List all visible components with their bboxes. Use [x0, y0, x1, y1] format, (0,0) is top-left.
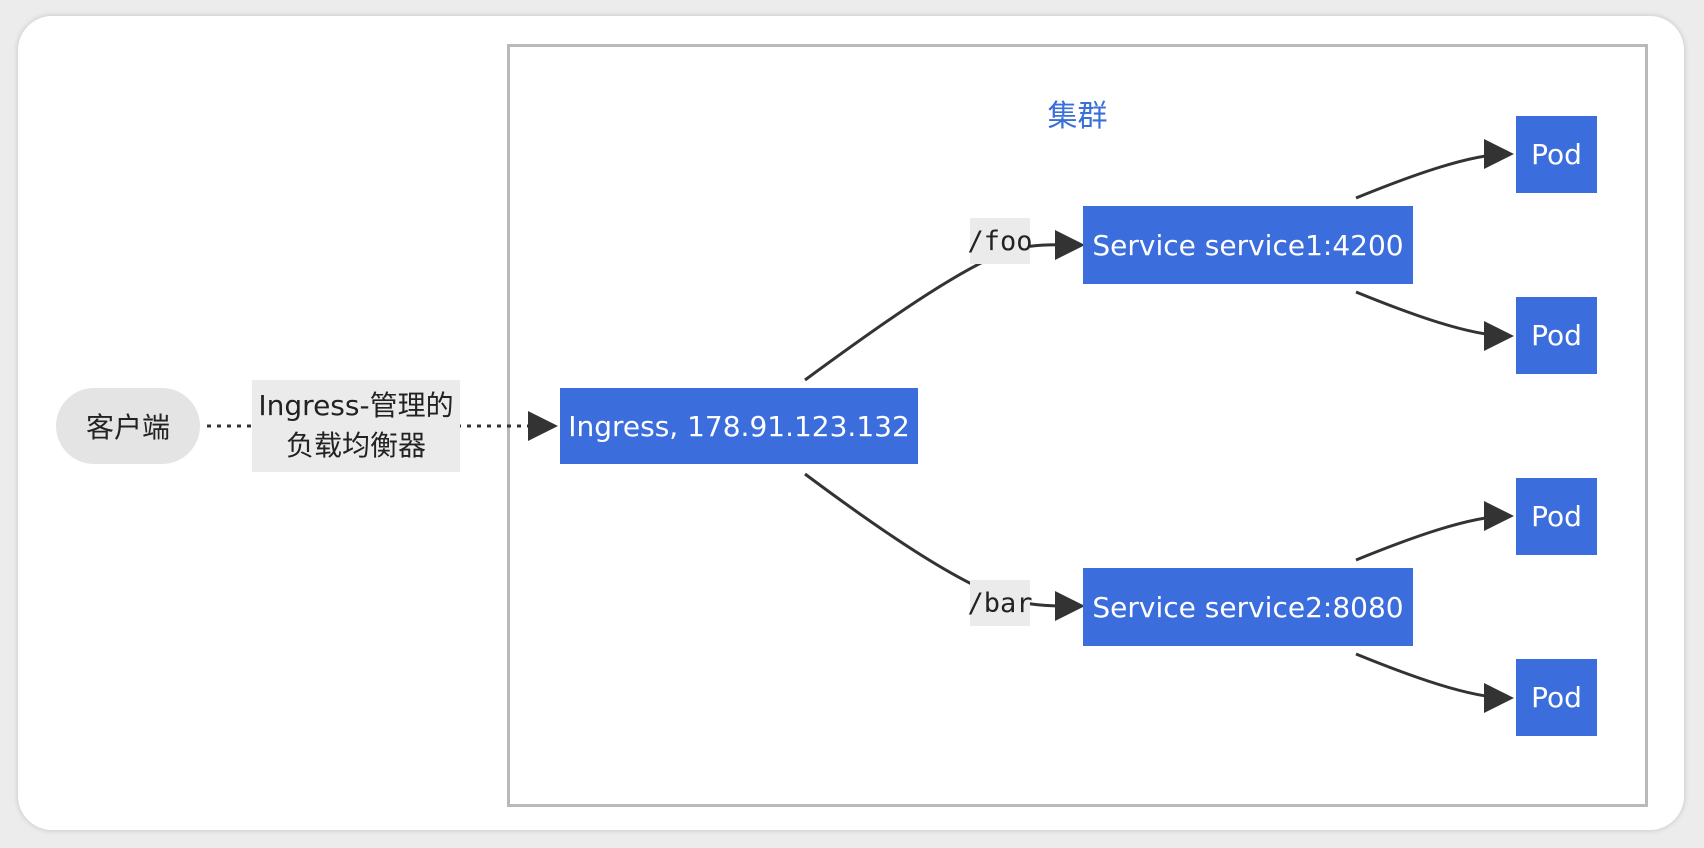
client-node: 客户端: [56, 388, 200, 464]
edge-service1-pod1: [1355, 139, 1514, 200]
edge-service2-pod4: [1355, 652, 1514, 713]
pod-node-4: Pod: [1516, 659, 1597, 736]
edge-ingress-service1: [804, 229, 1085, 382]
service2-node: Service service2:8080: [1083, 568, 1413, 646]
edge-service1-pod2: [1355, 290, 1514, 351]
cluster-title: 集群: [1047, 99, 1108, 134]
pod-node-3: Pod: [1516, 478, 1597, 555]
load-balancer-label-line1: Ingress-管理的: [258, 389, 454, 422]
load-balancer-label-line2: 负载均衡器: [285, 429, 426, 462]
service1-node: Service service1:4200: [1083, 206, 1413, 284]
route-path-label-bar: /bar: [967, 580, 1033, 626]
ingress-node: Ingress, 178.91.123.132: [560, 388, 918, 464]
pod-node-1: Pod: [1516, 116, 1597, 193]
edge-service2-pod3: [1355, 501, 1514, 562]
route-path-label-foo: /foo: [967, 218, 1033, 264]
edge-ingress-service2: [804, 472, 1085, 622]
pod-node-2: Pod: [1516, 297, 1597, 374]
load-balancer-edge-label: Ingress-管理的 负载均衡器: [252, 380, 460, 472]
